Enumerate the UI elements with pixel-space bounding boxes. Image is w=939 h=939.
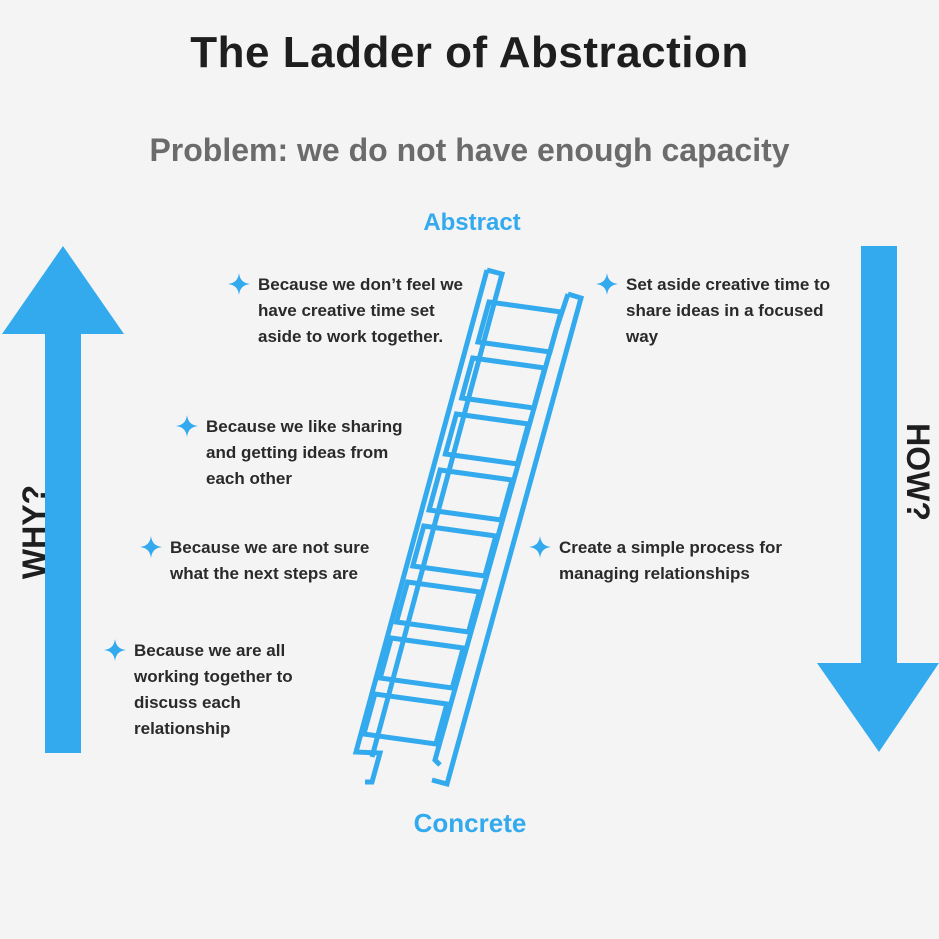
ladder-rung <box>442 411 532 467</box>
sparkle-star-icon <box>596 273 618 295</box>
why-item-text: Because we are not sure what the next st… <box>170 538 370 583</box>
why-item-text: Because we like sharing and getting idea… <box>206 417 403 488</box>
page-title: The Ladder of Abstraction <box>190 28 749 77</box>
ladder-left-rail <box>352 269 490 785</box>
ladder-rung <box>425 467 516 523</box>
why-up-arrow-icon <box>2 246 124 753</box>
why-item-text: Because we don’t feel we have creative t… <box>258 275 464 346</box>
sparkle-star-icon <box>176 415 198 437</box>
ladder-right-rail <box>431 291 585 788</box>
how-item: Set aside creative time to share ideas i… <box>596 272 841 350</box>
why-item: Because we are not sure what the next st… <box>140 535 400 587</box>
sparkle-star-icon <box>104 639 126 661</box>
ladder-rung <box>360 691 451 747</box>
how-item: Create a simple process for managing rel… <box>529 535 819 587</box>
why-axis-label: WHY? <box>16 484 52 580</box>
how-axis-label: HOW? <box>900 423 936 521</box>
why-item: Because we like sharing and getting idea… <box>176 414 426 492</box>
sparkle-star-icon <box>529 536 551 558</box>
ladder-rung <box>474 299 565 355</box>
why-item-text: Because we are all working together to d… <box>134 641 293 738</box>
sparkle-star-icon <box>140 536 162 558</box>
how-down-arrow-icon <box>817 246 939 752</box>
how-item-text: Create a simple process for managing rel… <box>559 538 782 583</box>
sparkle-star-icon <box>228 273 250 295</box>
ladder-rung <box>393 579 483 635</box>
concrete-label: Concrete <box>413 808 527 838</box>
abstract-label: Abstract <box>423 209 521 236</box>
ladder-rung <box>458 355 548 411</box>
why-item: Because we don’t feel we have creative t… <box>228 272 468 350</box>
ladder-rung <box>409 523 499 579</box>
ladder-rung <box>377 635 467 691</box>
how-item-text: Set aside creative time to share ideas i… <box>626 275 831 346</box>
why-item: Because we are all working together to d… <box>104 638 334 742</box>
problem-statement: Problem: we do not have enough capacity <box>149 132 790 168</box>
